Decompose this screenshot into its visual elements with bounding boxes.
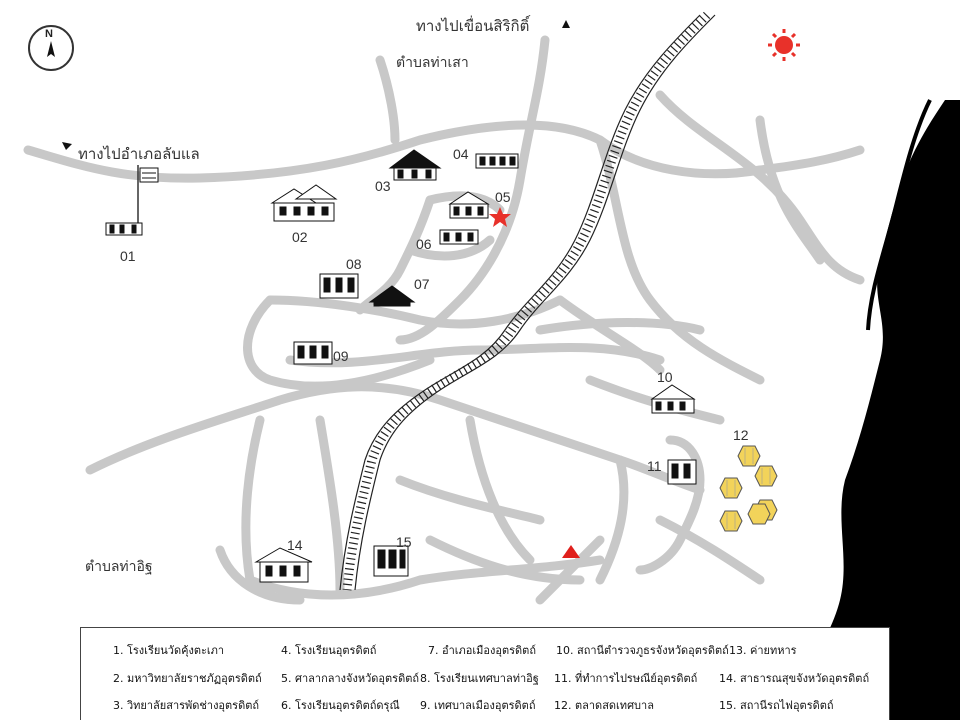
legend-item: 13. ค่ายทหาร (729, 644, 797, 657)
landmark-number: 05 (495, 189, 511, 205)
river-name-char: า (905, 449, 921, 482)
arrow-north-icon (562, 20, 570, 28)
legend-item: 3. วิทยาลัยสารพัดช่างอุตรดิตถ์ (113, 699, 260, 712)
map-legend: 1. โรงเรียนวัดคุ้งตะเภา 2. มหาวิทยาลัยรา… (80, 627, 890, 720)
legend-item: 10. สถานีตำรวจภูธรจังหวัดอุตรดิตถ์ (556, 644, 729, 657)
legend-item: 6. โรงเรียนอุตรดิตถ์ดรุณี (281, 699, 400, 712)
landmark-number: 10 (657, 369, 673, 385)
legend-item: 9. เทศบาลเมืองอุตรดิตถ์ (420, 699, 536, 712)
building-icon (270, 184, 338, 222)
legend-item: 2. มหาวิทยาลัยราชภัฏอุตรดิตถ์ (113, 672, 262, 685)
triangle-icon (562, 545, 580, 558)
building-icon (293, 341, 333, 365)
legend-item: 12. ตลาดสดเทศบาล (554, 699, 654, 712)
north-arrow-icon (47, 41, 55, 57)
river-name-char: า (905, 553, 921, 586)
landmark-number: 12 (733, 427, 749, 443)
landmark-number: 04 (453, 146, 469, 162)
building-icon (319, 273, 359, 299)
building-icon (667, 459, 697, 485)
legend-item: 8. โรงเรียนเทศบาลท่าอิฐ (420, 672, 539, 685)
legend-item: 14. สาธารณสุขจังหวัดอุตรดิตถ์ (719, 672, 870, 685)
building-icon (368, 285, 416, 307)
building-icon (373, 545, 409, 577)
arrow-northwest-icon (62, 142, 72, 150)
river-bank-shadow (866, 99, 932, 331)
landmark-number: 02 (292, 229, 308, 245)
landmark-number: 07 (414, 276, 430, 292)
legend-item: 1. โรงเรียนวัดคุ้งตะเภา (113, 644, 225, 657)
river-name-char: น้ำ (898, 397, 933, 430)
building-icon (254, 547, 313, 583)
hexagon-icon (719, 477, 743, 499)
building-icon (448, 191, 490, 219)
hexagon-icon (719, 510, 743, 532)
building-icon (475, 153, 519, 169)
label-to-sirikit-dam: ทางไปเขื่อนสิริกิติ์ (416, 17, 530, 35)
building-icon (139, 167, 159, 183)
river-name-char: น่ (903, 501, 923, 534)
railway-line (339, 11, 716, 591)
nan-river (770, 100, 960, 720)
market-hexagons (719, 445, 778, 532)
landmark-number: 01 (120, 248, 136, 264)
compass-north-letter: N (45, 28, 53, 40)
river-name-char: ม่ (903, 345, 923, 378)
building-icon (388, 149, 442, 181)
star-icon (489, 207, 511, 227)
building-icon (650, 384, 696, 414)
compass-rose: N (28, 25, 74, 71)
landmark-number: 06 (416, 236, 432, 252)
building-icon (439, 229, 479, 245)
landmark-number: 03 (375, 178, 391, 194)
building-icon (105, 222, 143, 236)
hexagon-icon (754, 465, 778, 487)
label-tambon-tha-sao: ตำบลท่าเสา (396, 55, 469, 71)
landmark-number: 11 (647, 458, 662, 474)
legend-item: 5. ศาลากลางจังหวัดอุตรดิตถ์ (281, 672, 420, 685)
legend-item: 11. ที่ทำการไปรษณีย์อุตรดิตถ์ (554, 672, 698, 685)
hexagon-icon (737, 445, 761, 467)
label-tambon-tha-it: ตำบลท่าอิฐ (85, 559, 153, 575)
legend-item: 15. สถานีรถไฟอุตรดิตถ์ (719, 699, 834, 712)
landmark-number: 15 (396, 534, 412, 550)
legend-item: 7. อำเภอเมืองอุตรดิตถ์ (428, 644, 536, 657)
sun-icon (768, 29, 800, 61)
label-to-laplae: ทางไปอำเภอลับแล (78, 145, 200, 163)
hexagon-icon (747, 503, 771, 525)
river-name-char: น (903, 601, 923, 634)
landmark-number: 08 (346, 256, 362, 272)
landmark-number: 09 (333, 348, 349, 364)
river-name-char: แ (903, 293, 923, 326)
legend-item: 4. โรงเรียนอุตรดิตถ์ (281, 644, 377, 657)
landmark-number: 14 (287, 537, 303, 553)
